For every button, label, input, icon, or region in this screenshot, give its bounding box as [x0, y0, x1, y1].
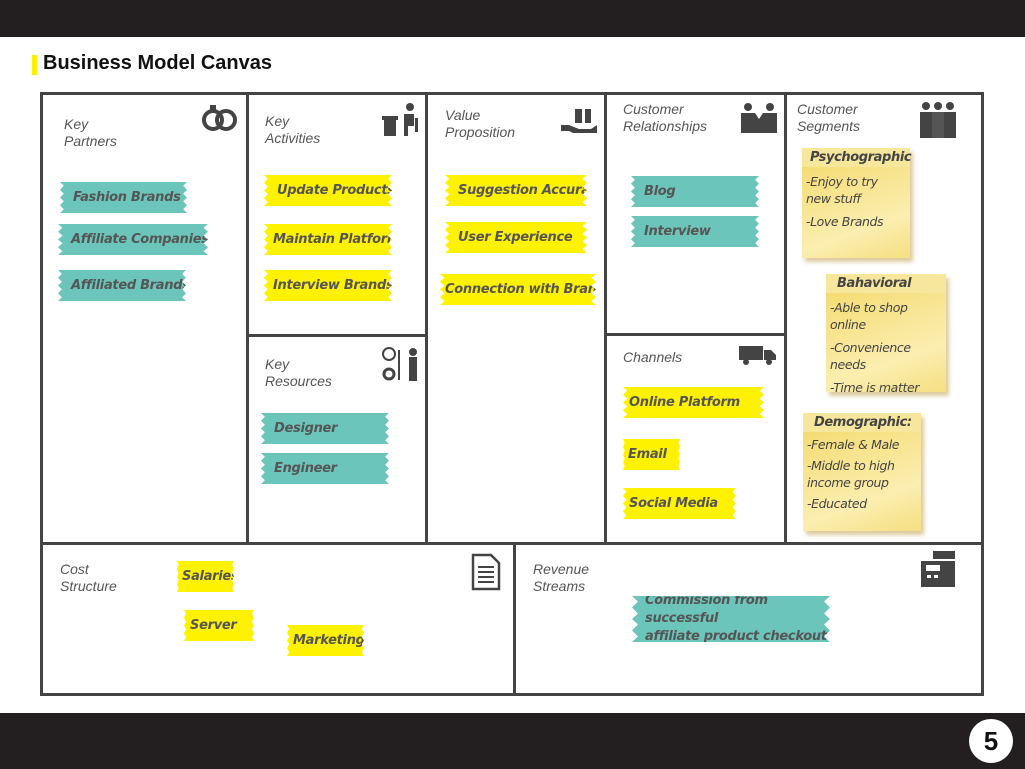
customer-relationship-tag: Interview — [631, 216, 759, 247]
note-item: -Love Brands — [806, 214, 884, 229]
sticky-note-behavioral: Bahavioral -Able to shop online -Conveni… — [826, 274, 946, 395]
truck-icon — [739, 346, 776, 365]
revenue-streams-label: Revenue Streams — [533, 561, 590, 594]
channel-tag: Social Media — [623, 488, 736, 519]
handshake-icon — [741, 103, 777, 133]
note-item: -Female & Male — [807, 437, 900, 452]
channel-tag: Email — [623, 439, 680, 470]
key-resource-tag: Engineer — [261, 453, 389, 484]
cost-tag: Salaries — [177, 561, 234, 592]
value-proposition-label: Value Proposition — [445, 107, 516, 140]
value-proposition-tag: Suggestion Accuracy — [445, 175, 587, 206]
note-item: -Convenience needs — [830, 340, 911, 372]
divider — [248, 334, 426, 337]
note-item: -Enjoy to try new stuff — [806, 174, 878, 206]
key-partner-tag: Affiliated Brands — [58, 270, 186, 301]
key-activity-tag: Interview Brands — [264, 270, 392, 301]
page-title: Business Model Canvas — [43, 52, 272, 74]
divider — [606, 333, 785, 336]
page-number: 5 — [969, 719, 1013, 763]
key-partner-tag: Affiliate Companies — [58, 224, 208, 255]
sticky-note-psychographic: Psychographic -Enjoy to try new stuff -L… — [802, 148, 912, 258]
top-bar — [0, 0, 1025, 37]
divider — [784, 94, 787, 544]
key-resources-label: Key Resources — [265, 356, 332, 389]
divider — [513, 544, 516, 695]
note-item: -Middle to high income group — [807, 458, 895, 490]
document-icon — [471, 553, 501, 591]
cost-tag: Marketing — [287, 625, 364, 656]
value-proposition-tag: Connection with Brands — [440, 274, 596, 305]
divider — [425, 94, 428, 544]
resources-icon — [382, 347, 417, 381]
key-activity-tag: Maintain Platform — [264, 224, 392, 255]
group-icon — [920, 102, 956, 138]
title-marker — [32, 55, 37, 75]
divider — [604, 94, 607, 544]
bottom-bar — [0, 713, 1025, 769]
note-item: -Educated — [807, 496, 867, 511]
key-activities-label: Key Activities — [265, 113, 321, 146]
note-title: Bahavioral — [826, 274, 946, 293]
business-model-canvas — [40, 92, 984, 696]
sticky-note-demographic: Demographic: -Female & Male -Middle to h… — [803, 413, 921, 531]
customer-relationships-label: Customer Relationships — [623, 101, 708, 134]
cost-structure-label: Cost Structure — [60, 561, 117, 594]
customer-relationship-tag: Blog — [631, 176, 759, 207]
key-resource-tag: Designer — [261, 413, 389, 444]
revenue-tag: Commission from successful affiliate pro… — [632, 596, 830, 642]
customer-segments-label: Customer Segments — [797, 101, 861, 134]
note-title: Demographic: — [803, 413, 921, 432]
divider — [42, 542, 983, 545]
rings-icon — [202, 105, 237, 131]
gift-hand-icon — [561, 107, 597, 133]
note-item: -Able to shop online — [830, 300, 908, 332]
note-item: -Time is matter — [830, 380, 919, 395]
person-at-desk-icon — [382, 103, 418, 136]
key-partners-label: Key Partners — [64, 116, 117, 149]
note-title: Psychographic — [802, 148, 912, 167]
cost-tag: Server — [184, 610, 254, 641]
value-proposition-tag: User Experience — [445, 222, 587, 253]
key-partner-tag: Fashion Brands — [60, 182, 187, 213]
channel-tag: Online Platform — [623, 387, 764, 418]
divider — [246, 94, 249, 544]
cash-register-icon — [921, 551, 955, 587]
key-activity-tag: Update Products — [264, 175, 392, 206]
channels-label: Channels — [623, 349, 683, 365]
